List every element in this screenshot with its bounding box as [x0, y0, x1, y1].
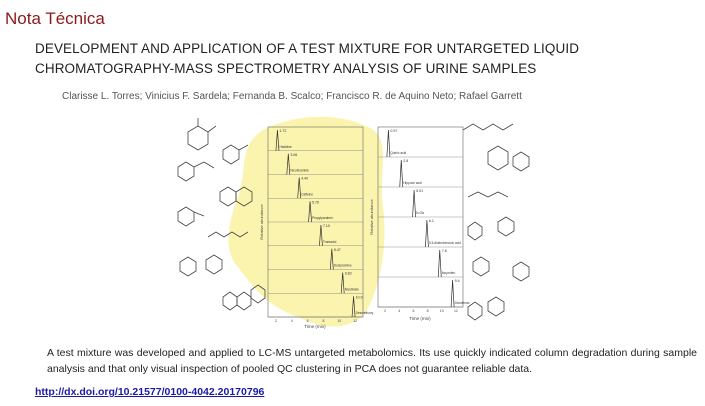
right-peak — [425, 219, 429, 248]
right-peak-time-label: 7.8 — [442, 249, 447, 253]
left-peak — [329, 248, 334, 270]
chromatogram-right: Relative abundance Time (min) 0.97Quinic… — [369, 126, 470, 321]
left-tick-label: 6 — [307, 319, 309, 323]
right-peak — [399, 159, 404, 188]
right-tick-label: 6 — [412, 309, 414, 313]
article-title: DEVELOPMENT AND APPLICATION OF A TEST MI… — [35, 41, 580, 76]
right-y-axis-label: Relative abundance — [369, 199, 374, 235]
left-peak — [319, 224, 323, 246]
left-peak-time-label: 1.72 — [279, 129, 286, 133]
right-peak — [386, 129, 391, 158]
right-peak-time-label: 9.4 — [455, 279, 460, 283]
left-compound-label: Desmethoxy — [356, 311, 374, 315]
chromatogram-left: Relative abundance Time (min) 1.72Histid… — [259, 126, 374, 329]
left-tick-label: 12 — [353, 319, 357, 323]
left-peak-time-label: 7.10 — [323, 224, 330, 228]
left-peak — [297, 177, 302, 199]
right-peak-time-label: 2.8 — [403, 159, 408, 163]
left-peak-time-label: 5.76 — [312, 200, 319, 204]
left-peak — [275, 129, 280, 151]
left-tick-label: 2 — [275, 319, 277, 323]
molecule-structures-left — [177, 118, 266, 311]
right-peak — [412, 189, 416, 218]
left-peak — [351, 296, 356, 318]
doi-link[interactable]: http://dx.doi.org/10.21577/0100-4042.201… — [35, 386, 265, 398]
article-authors: Clarisse L. Torres; Vinicius F. Sardela;… — [62, 91, 522, 102]
right-x-axis-label: Time (min) — [409, 316, 431, 321]
right-tick-label: 4 — [398, 309, 400, 313]
left-tick-label: 10 — [337, 319, 341, 323]
right-compound-label: 3,5-dinitrobenzoic acid — [429, 241, 461, 245]
left-compound-label: Desipramine — [334, 264, 352, 268]
right-tick-label: 10 — [440, 309, 444, 313]
left-compound-label: Propylparaben — [312, 216, 333, 220]
left-peak-time-label: 9.83 — [345, 272, 352, 276]
right-peak — [437, 249, 442, 278]
left-peak — [308, 201, 312, 223]
left-y-axis-label: Relative abundance — [259, 204, 264, 240]
graphical-abstract-svg: Relative abundance Time (min) 1.72Histid… — [177, 116, 530, 329]
left-tick-label: 4 — [291, 319, 293, 323]
left-compound-label: Tramadol — [323, 240, 337, 244]
left-tick-label: 8 — [322, 319, 324, 323]
left-peak-time-label: 4.40 — [301, 177, 308, 181]
left-peak — [340, 272, 345, 294]
right-peak-time-label: 6.1 — [429, 219, 434, 223]
left-peak-time-label: 3.06 — [290, 153, 297, 157]
right-compound-label: N-Glc — [416, 211, 425, 215]
abstract-text: A test mixture was developed and applied… — [47, 347, 697, 375]
left-x-axis-label: Time (min) — [304, 324, 326, 329]
molecule-structures-right — [462, 123, 530, 321]
right-peak — [450, 279, 455, 308]
right-peak-time-label: 5.01 — [416, 189, 423, 193]
right-compound-label: Diclofenac — [455, 301, 470, 305]
left-peak — [286, 153, 291, 175]
right-tick-label: 2 — [384, 309, 386, 313]
highlight-blob — [228, 116, 385, 327]
section-label: Nota Técnica — [5, 9, 105, 28]
left-compound-label: Histidine — [279, 145, 291, 149]
left-peak-time-label: 10.9 — [356, 295, 363, 299]
right-tick-label: 12 — [454, 309, 458, 313]
right-compound-label: Quinic acid — [390, 151, 406, 155]
left-peak-time-label: 8.47 — [334, 248, 341, 252]
right-compound-label: Hippuric acid — [403, 181, 422, 185]
left-compound-label: Nicotinamide — [290, 169, 309, 173]
left-compound-label: Caffeine — [301, 192, 313, 196]
right-peak-time-label: 0.97 — [390, 129, 397, 133]
right-tick-label: 8 — [427, 309, 429, 313]
left-compound-label: Nicotinate — [345, 287, 359, 291]
right-compound-label: Ibuprofen — [442, 271, 456, 275]
